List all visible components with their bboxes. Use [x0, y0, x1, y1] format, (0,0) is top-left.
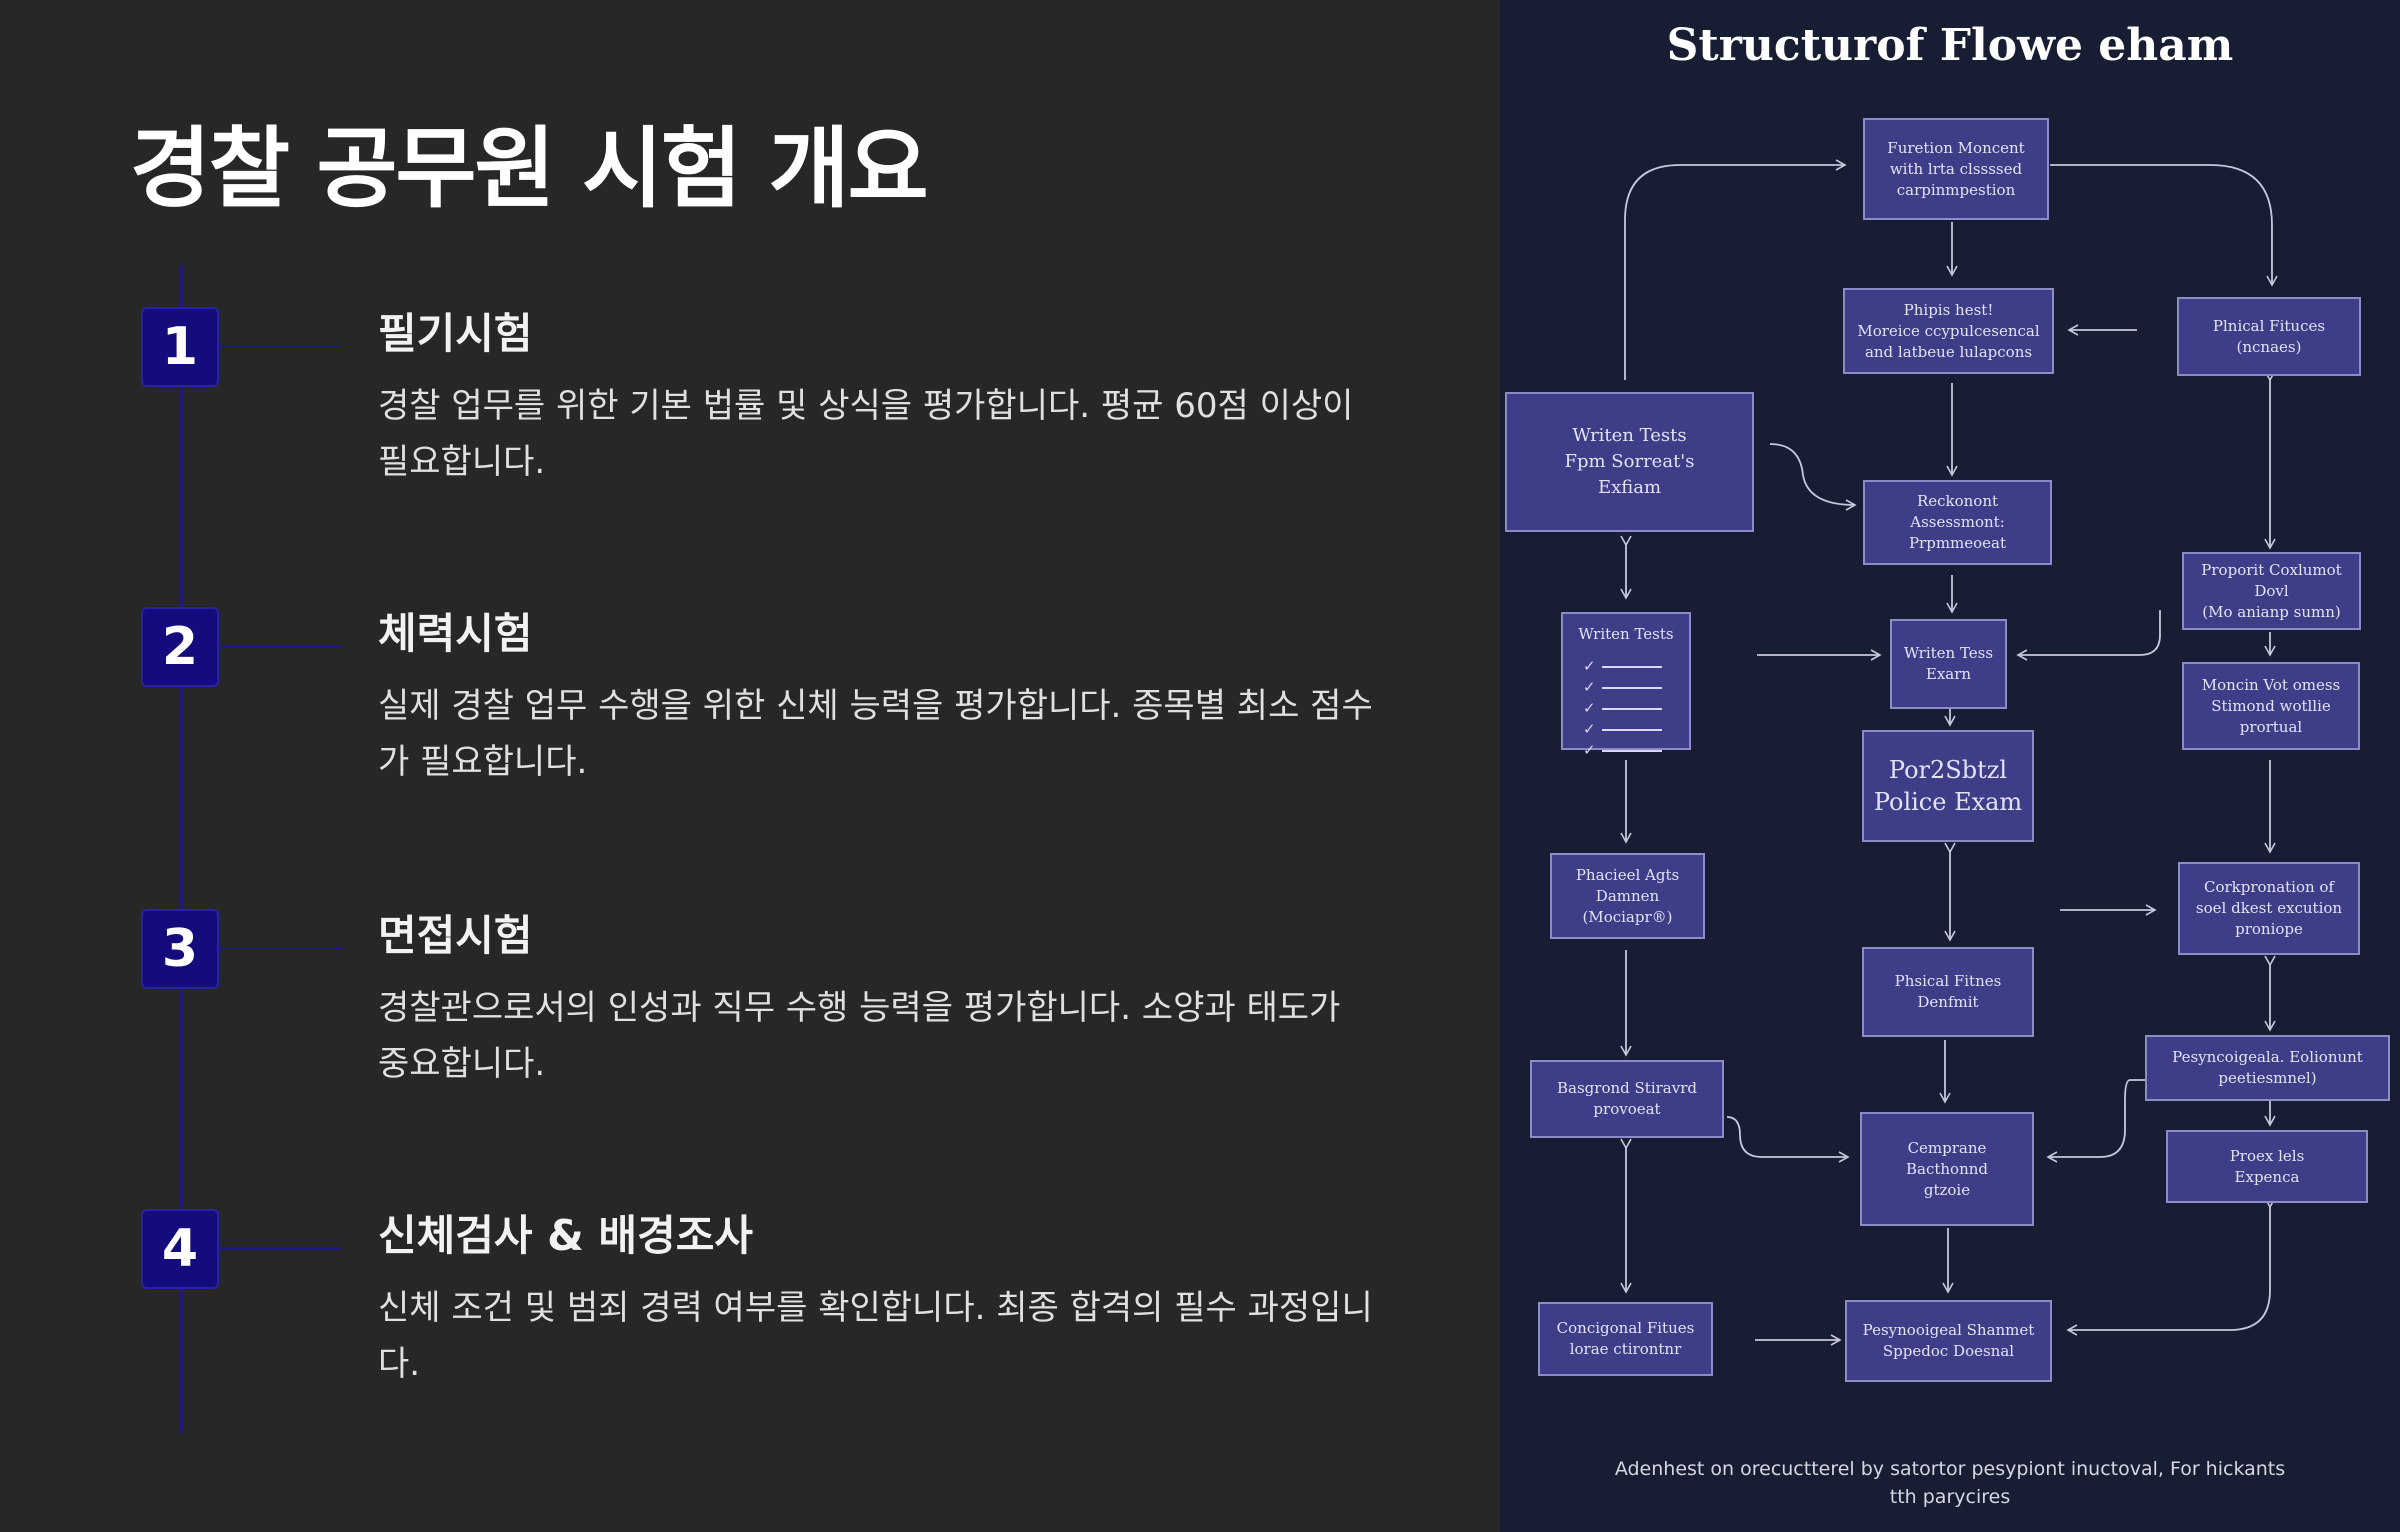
step-3-heading: 면접시험 [378, 911, 533, 960]
node-psynoogical: Pesynooigeal Shanmet Sppedoc Doesnal [1845, 1300, 2052, 1382]
step-3-badge: 3 [141, 909, 219, 989]
node-plnical: Plnical Fituces (ncnaes) [2177, 297, 2361, 376]
node-corkpronation: Corkpronation of soel dkest excution pro… [2178, 862, 2360, 955]
step-4-connector [219, 1247, 341, 1250]
step-2-heading: 체력시험 [378, 609, 533, 658]
diagram-title: Structurof Flowe eham [1666, 20, 2234, 71]
node-proporit: Proporit Coxlumot Dovl (Mo anianp sumn) [2182, 552, 2361, 630]
node-proex: Proex lels Expenca [2166, 1130, 2368, 1203]
diagram-footnote: Adenhest on orecuctterel by satortor pes… [1614, 1458, 2286, 1508]
step-1-badge: 1 [141, 307, 219, 387]
step-2-connector [219, 645, 341, 648]
edge-written-main-curve [1769, 443, 1857, 511]
edge-proporit-to-writtenexam [2016, 610, 2161, 661]
node-physics: Phipis hest! Moreice ccypulcesencal and … [1843, 288, 2054, 374]
node-written-main: Writen Tests Fpm Sorreat's Exfiam [1505, 392, 1754, 532]
node-phacioel: Phacieel Agts Damnen (Mociapr®) [1550, 853, 1705, 939]
edge-basgrond-to-cemprane [1726, 1116, 1850, 1163]
node-concigonal: Concigonal Fitues lorae ctirontnr [1538, 1302, 1713, 1376]
node-written-exam: Writen Tess Exarn [1890, 619, 2007, 709]
node-phsical-fitnes: Phsical Fitnes Denfmit [1862, 947, 2034, 1037]
step-2-description: 실제 경찰 업무 수행을 위한 신체 능력을 평가합니다. 종목별 최소 점수가… [378, 686, 1373, 782]
edge-proex-to-psynoogical [2066, 1197, 2276, 1336]
node-reckonont: Reckonont Assessmont: Prpmmeoeat [1863, 480, 2052, 565]
edge-psynco-to-cemprane [2046, 1079, 2145, 1163]
node-top: Furetion Moncent with lrta clssssed carp… [1863, 118, 2049, 220]
node-basgrond: Basgrond Stiravrd provoeat [1530, 1060, 1724, 1138]
step-4-description: 신체 조건 및 범죄 경력 여부를 확인합니다. 최종 합격의 필수 과정입니다… [378, 1288, 1373, 1384]
step-4-heading: 신체검사 & 배경조사 [378, 1211, 753, 1260]
node-police-exam: Por2Sbtzl Police Exam [1862, 730, 2034, 842]
timeline-line [179, 265, 183, 1433]
checklist-icon: ✓✓✓✓✓ [1583, 656, 1662, 761]
step-3-connector [219, 947, 341, 950]
step-3-description: 경찰관으로서의 인성과 직무 수행 능력을 평가합니다. 소양과 태도가 중요합… [378, 988, 1341, 1084]
edge-written-to-top [1624, 159, 1847, 380]
node-cemprane: Cemprane Bacthonnd gtzoie [1860, 1112, 2034, 1226]
step-1-heading: 필기시험 [378, 309, 533, 358]
overview-panel [0, 0, 1500, 1532]
step-1-description: 경찰 업무를 위한 기본 법률 및 상식을 평가합니다. 평균 60점 이상이 … [378, 386, 1354, 482]
node-moncin: Moncin Vot omess Stimond wotllie prortua… [2182, 662, 2360, 750]
node-psynco-elonment: Pesyncoigeala. Eolionunt peetiesmnel) [2145, 1035, 2390, 1101]
flowchart-edges [1620, 159, 2278, 1346]
node-written-list: Writen Tests ✓✓✓✓✓ [1561, 612, 1691, 759]
edge-top-to-plnical [2050, 164, 2278, 287]
step-1-connector [219, 345, 341, 348]
step-4-badge: 4 [141, 1209, 219, 1289]
step-2-badge: 2 [141, 607, 219, 687]
page-title: 경찰 공무원 시험 개요 [130, 117, 929, 220]
